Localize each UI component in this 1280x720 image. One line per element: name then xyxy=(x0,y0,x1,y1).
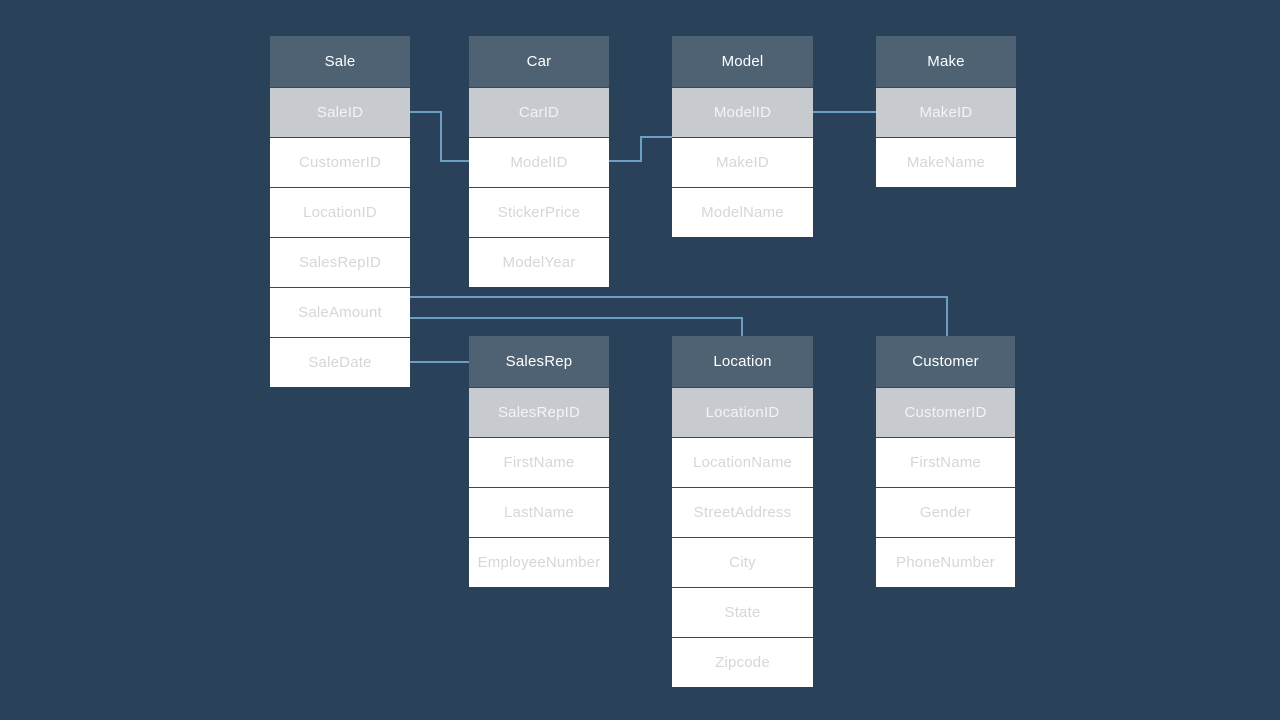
primary-key-field-salesrepid[interactable]: SalesRepID xyxy=(469,387,609,437)
field-salesrepid[interactable]: SalesRepID xyxy=(270,237,410,287)
field-zipcode[interactable]: Zipcode xyxy=(672,637,813,687)
connector-sale-locationid-to-location xyxy=(410,317,743,336)
primary-key-field-modelid[interactable]: ModelID xyxy=(672,87,813,137)
primary-key-field-makeid[interactable]: MakeID xyxy=(876,87,1016,137)
primary-key-field-locationid[interactable]: LocationID xyxy=(672,387,813,437)
entity-title-salesrep: SalesRep xyxy=(469,336,609,387)
field-modelname[interactable]: ModelName xyxy=(672,187,813,237)
primary-key-field-customerid[interactable]: CustomerID xyxy=(876,387,1015,437)
field-makeid[interactable]: MakeID xyxy=(672,137,813,187)
entity-title-sale: Sale xyxy=(270,36,410,87)
entity-title-location: Location xyxy=(672,336,813,387)
entity-title-customer: Customer xyxy=(876,336,1015,387)
field-saleamount[interactable]: SaleAmount xyxy=(270,287,410,337)
field-lastname[interactable]: LastName xyxy=(469,487,609,537)
field-gender[interactable]: Gender xyxy=(876,487,1015,537)
entity-title-car: Car xyxy=(469,36,609,87)
entity-title-model: Model xyxy=(672,36,813,87)
field-stickerprice[interactable]: StickerPrice xyxy=(469,187,609,237)
field-locationid[interactable]: LocationID xyxy=(270,187,410,237)
field-customerid[interactable]: CustomerID xyxy=(270,137,410,187)
primary-key-field-saleid[interactable]: SaleID xyxy=(270,87,410,137)
field-modelyear[interactable]: ModelYear xyxy=(469,237,609,287)
field-locationname[interactable]: LocationName xyxy=(672,437,813,487)
field-state[interactable]: State xyxy=(672,587,813,637)
field-firstname[interactable]: FirstName xyxy=(876,437,1015,487)
field-firstname[interactable]: FirstName xyxy=(469,437,609,487)
field-phonenumber[interactable]: PhoneNumber xyxy=(876,537,1015,587)
field-streetaddress[interactable]: StreetAddress xyxy=(672,487,813,537)
field-saledate[interactable]: SaleDate xyxy=(270,337,410,387)
connector-car-modelid-to-sale-saleid xyxy=(410,111,469,162)
entity-title-make: Make xyxy=(876,36,1016,87)
field-employeenumber[interactable]: EmployeeNumber xyxy=(469,537,609,587)
field-makename[interactable]: MakeName xyxy=(876,137,1016,187)
field-modelid[interactable]: ModelID xyxy=(469,137,609,187)
connector-car-modelid-to-model-modelid xyxy=(609,136,672,162)
primary-key-field-carid[interactable]: CarID xyxy=(469,87,609,137)
field-city[interactable]: City xyxy=(672,537,813,587)
connector-sale-customerid-to-customer xyxy=(410,296,948,336)
